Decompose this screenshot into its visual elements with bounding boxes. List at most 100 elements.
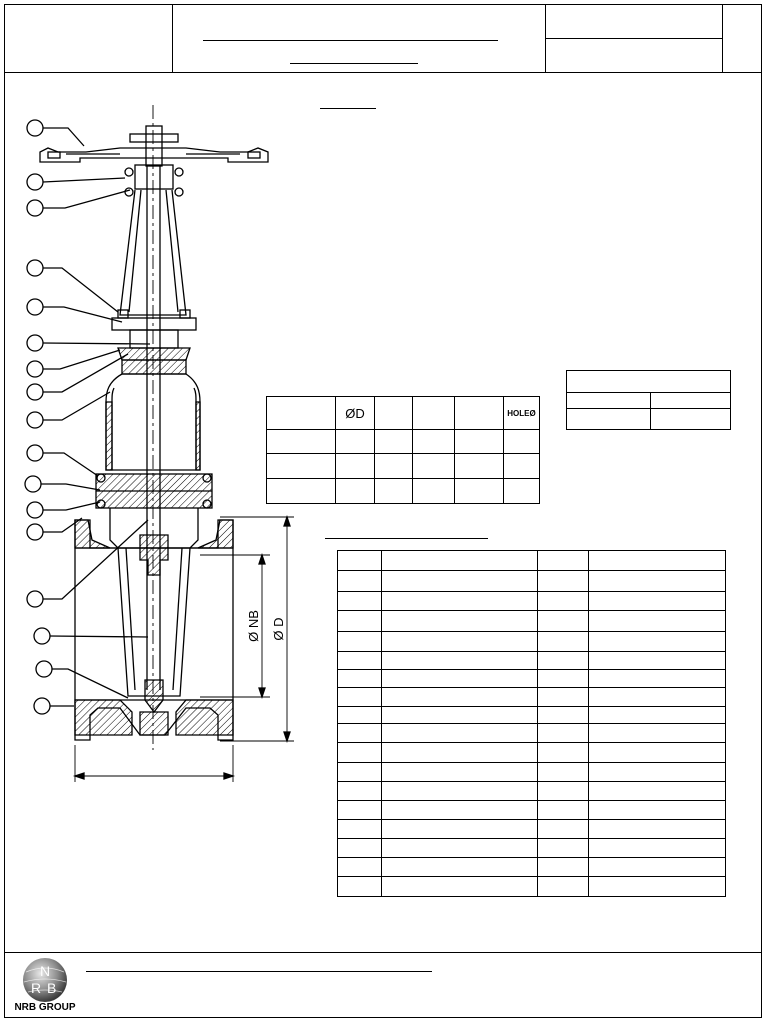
parts-list-cell xyxy=(381,723,538,744)
side-table-cell xyxy=(650,392,731,409)
parts-list-cell xyxy=(588,837,726,859)
nb-dimension-label: Ø NB xyxy=(246,610,261,642)
dim-cell xyxy=(454,429,504,454)
parts-list-cell xyxy=(537,742,589,763)
parts-list-cell xyxy=(337,687,382,707)
dimension-table: ØD HOLEØ xyxy=(266,396,540,504)
parts-list-cell xyxy=(537,550,589,571)
parts-list-cell xyxy=(537,837,589,859)
side-table xyxy=(566,369,731,431)
parts-list-cell xyxy=(381,669,538,689)
dim-cell xyxy=(412,478,455,504)
side-table-cell xyxy=(566,407,651,431)
parts-list-cell xyxy=(337,761,382,782)
parts-list-row xyxy=(337,876,726,897)
dim-cell xyxy=(374,453,413,479)
parts-list-cell xyxy=(588,550,726,571)
parts-list-cell xyxy=(337,650,382,671)
parts-list-cell xyxy=(588,818,726,839)
parts-list-cell xyxy=(381,837,538,859)
parts-list-cell xyxy=(588,780,726,802)
parts-list-cell xyxy=(381,610,538,632)
dim-cell xyxy=(412,429,455,454)
side-table-title xyxy=(566,369,731,394)
parts-list-cell xyxy=(381,800,538,820)
parts-list-cell xyxy=(588,705,726,725)
parts-list-cell xyxy=(381,742,538,763)
parts-list-cell xyxy=(337,705,382,725)
logo-letter-n: N xyxy=(40,963,50,979)
parts-list-cell xyxy=(537,800,589,820)
parts-list-row xyxy=(337,857,726,878)
parts-list-row xyxy=(337,780,726,802)
parts-list-cell xyxy=(537,818,589,839)
parts-list-row xyxy=(337,590,726,612)
parts-list-cell xyxy=(588,800,726,820)
parts-list-cell xyxy=(337,742,382,763)
drawing-heading-underline xyxy=(320,108,376,109)
title-underline xyxy=(203,40,498,41)
dim-cell xyxy=(503,453,540,479)
parts-list-cell xyxy=(537,650,589,671)
dim-cell xyxy=(335,453,375,479)
dim-cell xyxy=(266,478,336,504)
parts-list-row xyxy=(337,650,726,671)
parts-list-cell xyxy=(537,761,589,782)
parts-list-cell xyxy=(588,876,726,897)
parts-list-cell xyxy=(381,590,538,612)
parts-list-cell xyxy=(537,687,589,707)
parts-list-cell xyxy=(381,705,538,725)
dim-cell xyxy=(374,429,413,454)
parts-list-cell xyxy=(381,857,538,878)
parts-list-row xyxy=(337,818,726,839)
parts-list-cell xyxy=(537,610,589,632)
parts-list-cell xyxy=(337,590,382,612)
dim-cell xyxy=(503,429,540,454)
parts-list-cell xyxy=(537,569,589,592)
parts-list-cell xyxy=(337,800,382,820)
parts-list-cell xyxy=(381,818,538,839)
parts-list-cell xyxy=(381,650,538,671)
parts-list-row xyxy=(337,837,726,859)
dim-cell xyxy=(266,453,336,479)
parts-list-row xyxy=(337,610,726,632)
dim-header xyxy=(266,396,336,430)
parts-list-cell xyxy=(337,876,382,897)
parts-list-cell xyxy=(588,569,726,592)
parts-list-cell xyxy=(537,631,589,652)
side-table-cell xyxy=(650,407,731,431)
logo-letter-b: B xyxy=(47,980,56,996)
parts-list-cell xyxy=(337,780,382,802)
parts-list-cell xyxy=(537,705,589,725)
parts-list-cell xyxy=(337,818,382,839)
parts-list-cell xyxy=(337,669,382,689)
parts-list-cell xyxy=(337,837,382,859)
parts-list-cell xyxy=(588,631,726,652)
parts-list-cell xyxy=(381,550,538,571)
parts-list-row xyxy=(337,742,726,763)
dim-cell xyxy=(454,478,504,504)
dim-cell xyxy=(412,453,455,479)
parts-list-row xyxy=(337,800,726,820)
parts-list-cell xyxy=(381,569,538,592)
logo-text: NRB GROUP xyxy=(14,1002,76,1013)
dim-header xyxy=(412,396,455,430)
logo-letter-r: R xyxy=(31,980,41,996)
parts-list-cell xyxy=(588,723,726,744)
parts-list-row xyxy=(337,631,726,652)
parts-list-cell xyxy=(381,876,538,897)
parts-list-cell xyxy=(588,742,726,763)
parts-list-row xyxy=(337,669,726,689)
parts-list-cell xyxy=(588,669,726,689)
parts-list-cell xyxy=(381,687,538,707)
parts-list-row xyxy=(337,761,726,782)
subtitle-underline xyxy=(290,63,418,64)
dim-cell xyxy=(266,429,336,454)
parts-list-table xyxy=(337,550,726,897)
parts-list-row xyxy=(337,569,726,592)
parts-list-cell xyxy=(337,631,382,652)
parts-list-row xyxy=(337,687,726,707)
parts-list-cell xyxy=(588,687,726,707)
parts-list-cell xyxy=(337,569,382,592)
